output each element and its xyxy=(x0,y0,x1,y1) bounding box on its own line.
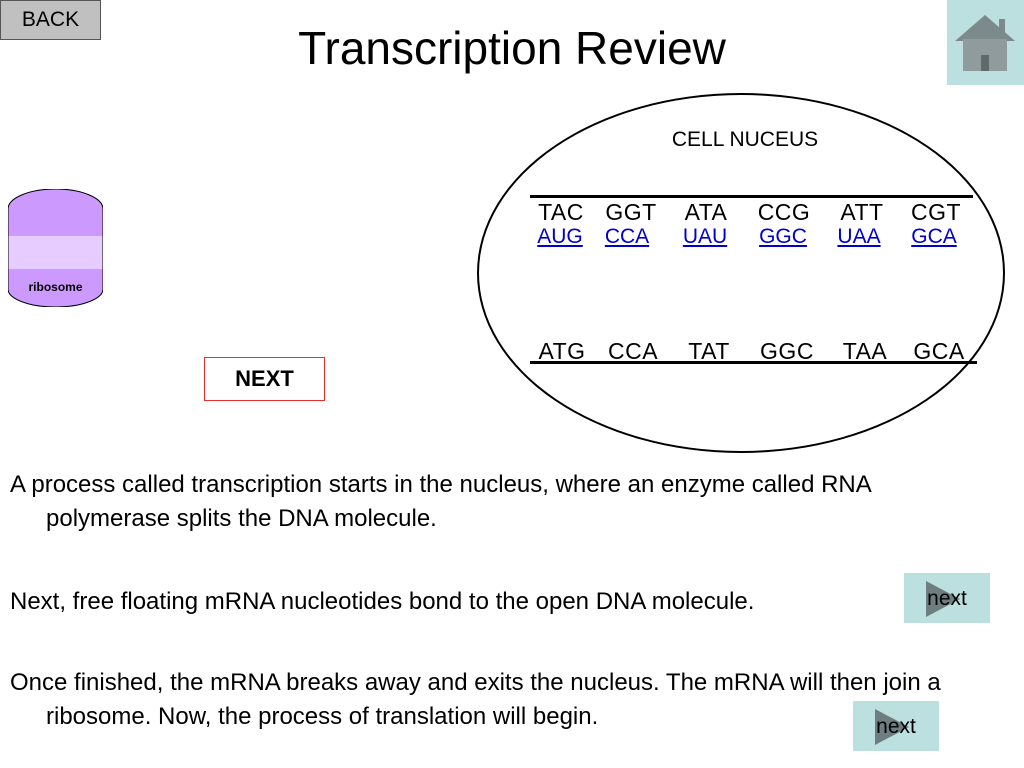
dna-top-codon: CCG xyxy=(757,199,811,225)
dna-top-codon: GGT xyxy=(605,199,657,225)
paragraph-nucleotides-bond: Next, free floating mRNA nucleotides bon… xyxy=(10,588,755,615)
nucleus-label: CELL NUCEUS xyxy=(671,128,819,151)
dna-bottom-codon: CCA xyxy=(607,338,659,364)
ribosome-shape xyxy=(7,188,104,308)
dna-bottom-codon: GGC xyxy=(760,338,814,364)
next-step-label: next xyxy=(927,587,967,610)
next-step-button[interactable]: next xyxy=(853,701,939,751)
next-button[interactable]: NEXT xyxy=(204,357,325,401)
dna-top-strand: TAC GGT ATA CCG ATT CGT xyxy=(531,199,975,226)
dna-top-strand-line xyxy=(530,195,973,198)
dna-top-codon: ATT xyxy=(840,199,884,225)
mrna-codon-link[interactable]: CCA xyxy=(604,225,650,248)
home-icon xyxy=(955,15,1015,71)
dna-bottom-strand: ATG CCA TAT GGC TAA GCA xyxy=(531,338,977,365)
home-button[interactable] xyxy=(947,0,1024,85)
page-title: Transcription Review xyxy=(298,22,726,74)
mrna-strand: AUG CCA UAU GGC UAA GCA xyxy=(531,225,971,249)
ribosome-label: ribosome xyxy=(28,280,83,294)
mrna-codon-link[interactable]: UAA xyxy=(837,225,881,248)
dna-bottom-codon: GCA xyxy=(913,338,965,364)
mrna-codon-link[interactable]: AUG xyxy=(537,225,583,248)
mrna-codon-link[interactable]: GGC xyxy=(759,225,807,248)
dna-top-codon: ATA xyxy=(684,199,728,225)
ribosome-graphic: ribosome xyxy=(7,188,104,308)
dna-bottom-codon: TAT xyxy=(688,338,730,364)
dna-bottom-codon: TAA xyxy=(842,338,888,364)
next-step-button[interactable]: next xyxy=(904,573,990,623)
next-step-label: next xyxy=(876,715,916,738)
dna-top-codon: CGT xyxy=(910,199,962,225)
play-arrow-icon xyxy=(926,581,960,617)
paragraph-transcription-start: A process called transcription starts in… xyxy=(10,471,871,532)
mrna-codon-link[interactable]: UAU xyxy=(682,225,728,248)
mrna-codon-link[interactable]: GCA xyxy=(911,225,957,248)
paragraph-mrna-exits: Once finished, the mRNA breaks away and … xyxy=(10,669,941,730)
dna-bottom-strand-line xyxy=(530,361,977,364)
cell-nucleus xyxy=(477,93,1005,453)
dna-bottom-codon: ATG xyxy=(538,338,586,364)
dna-top-codon: TAC xyxy=(538,199,584,225)
play-arrow-icon xyxy=(875,709,909,745)
back-button[interactable]: BACK xyxy=(0,0,101,40)
